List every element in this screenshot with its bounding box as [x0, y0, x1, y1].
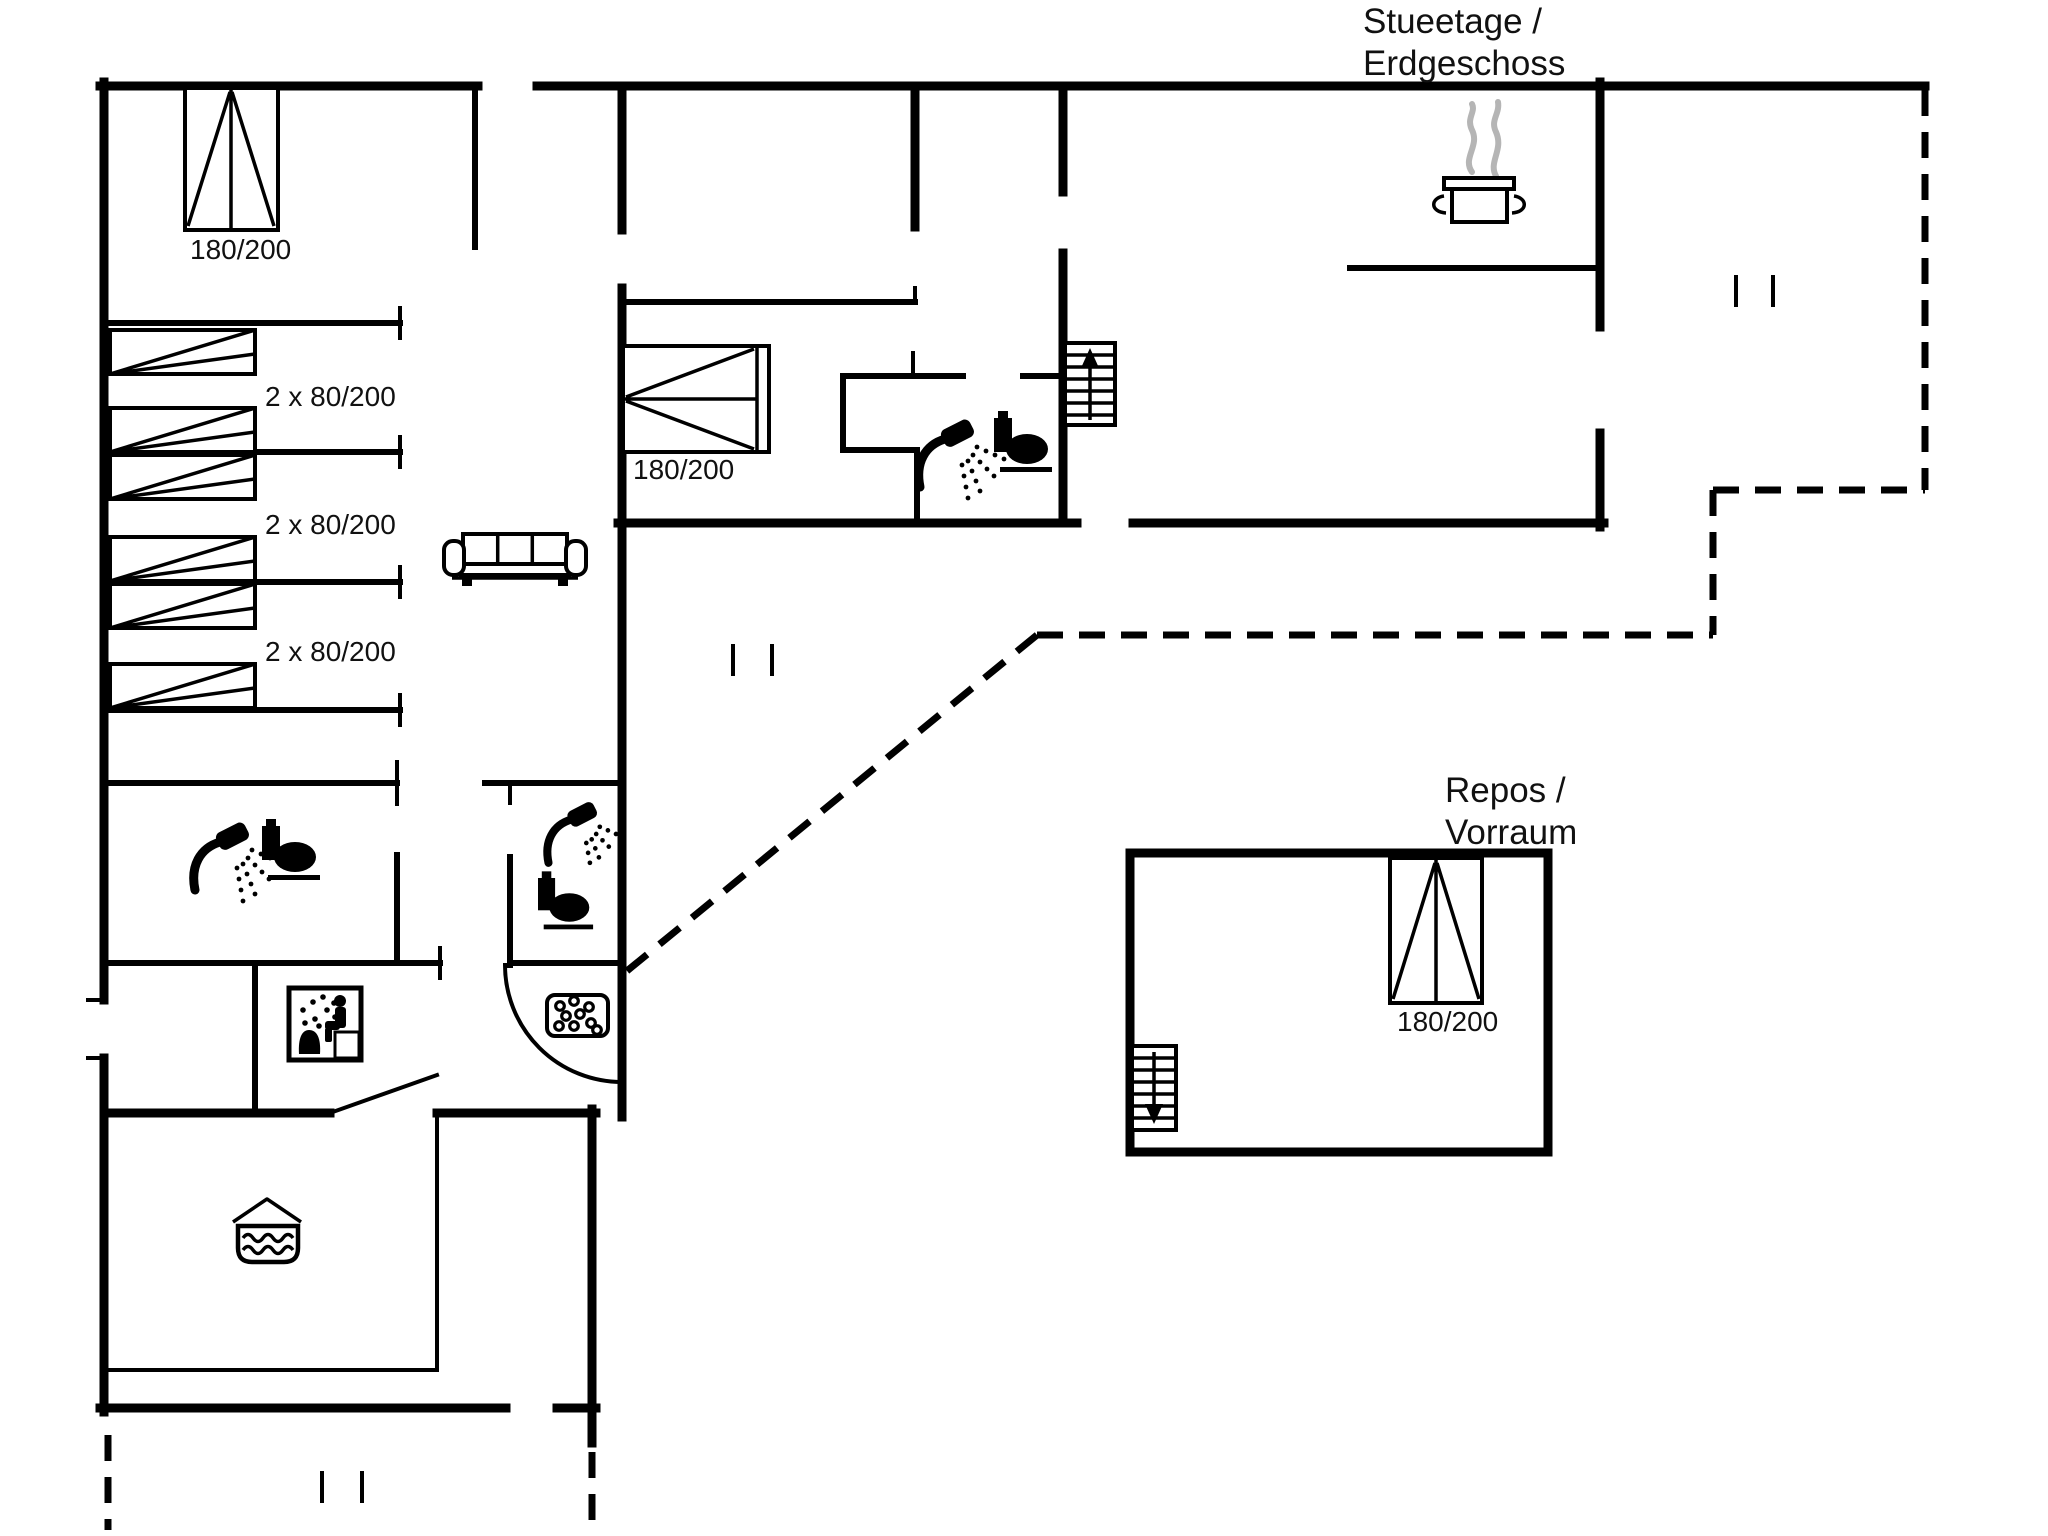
- landing-room-walls: [1125, 848, 1553, 1157]
- outer-walls: [95, 77, 1930, 1448]
- steam-icon: [1465, 101, 1477, 175]
- sauna-stones: [298, 1030, 321, 1054]
- shower-spray: [583, 824, 619, 866]
- bunk-beds-left: [108, 328, 257, 710]
- shower-spray: [959, 444, 1007, 501]
- sauna-person: [325, 995, 346, 1042]
- stairs-arrow-down: [1145, 1104, 1163, 1124]
- whirlpool-lid: [232, 1197, 302, 1224]
- whirlpool-wave: [241, 1232, 295, 1244]
- labels: Stueetage / Erdgeschoss Repos / Vorraum …: [190, 2, 1577, 1037]
- bed-size-label: 2 x 80/200: [265, 509, 396, 540]
- bed-size-label: 180/200: [633, 454, 734, 485]
- sofa-arm-left: [442, 539, 466, 577]
- stairs-down-icon: [1130, 1044, 1178, 1132]
- whirlpool-wave: [241, 1244, 295, 1256]
- toilet-lid-knob: [266, 819, 276, 826]
- page-title: Stueetage /: [1363, 2, 1542, 41]
- shower-arm: [914, 434, 950, 492]
- bed-lines: [1391, 858, 1481, 1003]
- bed-lines: [109, 406, 256, 454]
- bed-size-label: 180/200: [1397, 1006, 1498, 1037]
- bed-lines: [109, 328, 256, 376]
- toilet-base: [268, 875, 320, 880]
- window-tick-icon: [731, 644, 774, 676]
- pot-body: [1450, 187, 1509, 224]
- shower-arm: [189, 837, 225, 895]
- terrace-dashed-boundary: [104, 90, 1929, 1530]
- wall-spa-inner: [106, 1111, 439, 1372]
- dashed-diagonal: [619, 632, 1040, 978]
- toilet-lid-knob: [541, 871, 552, 878]
- window-tick-icon: [320, 1471, 364, 1503]
- toilet-icon: [994, 411, 1052, 472]
- sofa-arm-right: [564, 539, 588, 577]
- bed-lines: [109, 662, 256, 710]
- bed-size-label: 180/200: [190, 234, 291, 265]
- door-swing-arc: [502, 962, 625, 1085]
- toilet-icon: [262, 819, 320, 880]
- shower-head: [940, 419, 974, 447]
- sofa-back: [461, 532, 569, 566]
- wall-bath-mid-L: [840, 373, 920, 526]
- landing-label: Vorraum: [1445, 813, 1577, 852]
- sofa-seat: [459, 562, 571, 577]
- sofa-foot: [558, 578, 568, 586]
- sauna-bench: [333, 1030, 361, 1060]
- shower-head: [567, 802, 598, 827]
- page-title: Erdgeschoss: [1363, 44, 1565, 83]
- pot-handle-right: [1511, 194, 1526, 215]
- shower-icon: [543, 802, 619, 867]
- stairs-arrow-up: [1081, 348, 1099, 368]
- toilet-icon: [538, 871, 594, 930]
- bed-lines: [623, 346, 759, 452]
- stairs-up-icon: [1063, 341, 1117, 427]
- door-swing-leaf: [327, 1072, 440, 1116]
- toilet-base: [543, 924, 594, 930]
- double-bed-landing-room: [1388, 856, 1484, 1005]
- sofa-foot: [462, 578, 472, 586]
- window-marks: [320, 275, 1775, 1503]
- bed-lines: [109, 582, 256, 630]
- whirlpool-tub: [235, 1223, 301, 1265]
- tray-pebbles: [553, 995, 603, 1036]
- interior-walls: [101, 83, 1603, 1372]
- pot-handle-left: [1432, 194, 1447, 215]
- shower-icon: [914, 419, 1007, 501]
- shower-arm: [543, 815, 576, 867]
- toilet-base: [1000, 467, 1052, 472]
- whirlpool-icon: [232, 1197, 302, 1265]
- pebble-tray-icon: [545, 993, 610, 1038]
- steam-icon: [1490, 99, 1502, 179]
- bed-size-label: 2 x 80/200: [265, 636, 396, 667]
- bed-lines: [109, 453, 256, 501]
- toilet-bowl: [549, 893, 590, 922]
- bed-lines: [109, 535, 256, 583]
- sauna-icon: [286, 985, 364, 1063]
- sofa-cushion-dividers: [495, 534, 535, 564]
- jamb-ticks: [86, 286, 917, 1060]
- double-bed-middle-room: [621, 344, 771, 454]
- toilet-lid-knob: [998, 411, 1008, 418]
- bed-size-label: 2 x 80/200: [265, 381, 396, 412]
- cooking-pot-icon: [1432, 99, 1526, 224]
- toilet-bowl: [1006, 434, 1048, 464]
- toilet-bowl: [274, 842, 316, 872]
- bed-lines: [186, 88, 276, 230]
- landing-label: Repos /: [1445, 771, 1566, 810]
- double-bed-entrance-room: [183, 86, 280, 232]
- sofa-icon: [442, 532, 588, 586]
- window-tick-icon: [1734, 275, 1775, 307]
- shower-head: [215, 822, 249, 850]
